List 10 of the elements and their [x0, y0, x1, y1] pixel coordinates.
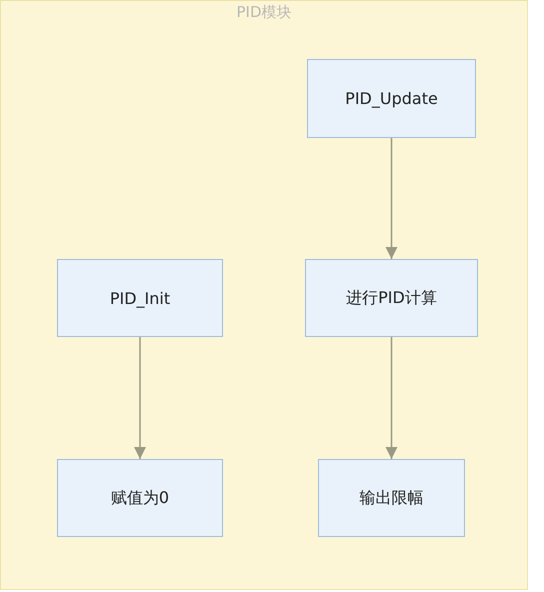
process-box: PID_Update	[307, 59, 476, 138]
process-box: PID_Init	[57, 259, 223, 337]
process-box: 赋值为0	[57, 459, 223, 537]
arrow	[134, 337, 146, 459]
arrow	[386, 337, 398, 459]
group-panel	[0, 0, 528, 590]
group-heading: PID模块	[236, 3, 292, 22]
arrow	[386, 138, 398, 259]
process-box: 输出限幅	[318, 459, 465, 537]
process-box: 进行PID计算	[305, 259, 478, 337]
